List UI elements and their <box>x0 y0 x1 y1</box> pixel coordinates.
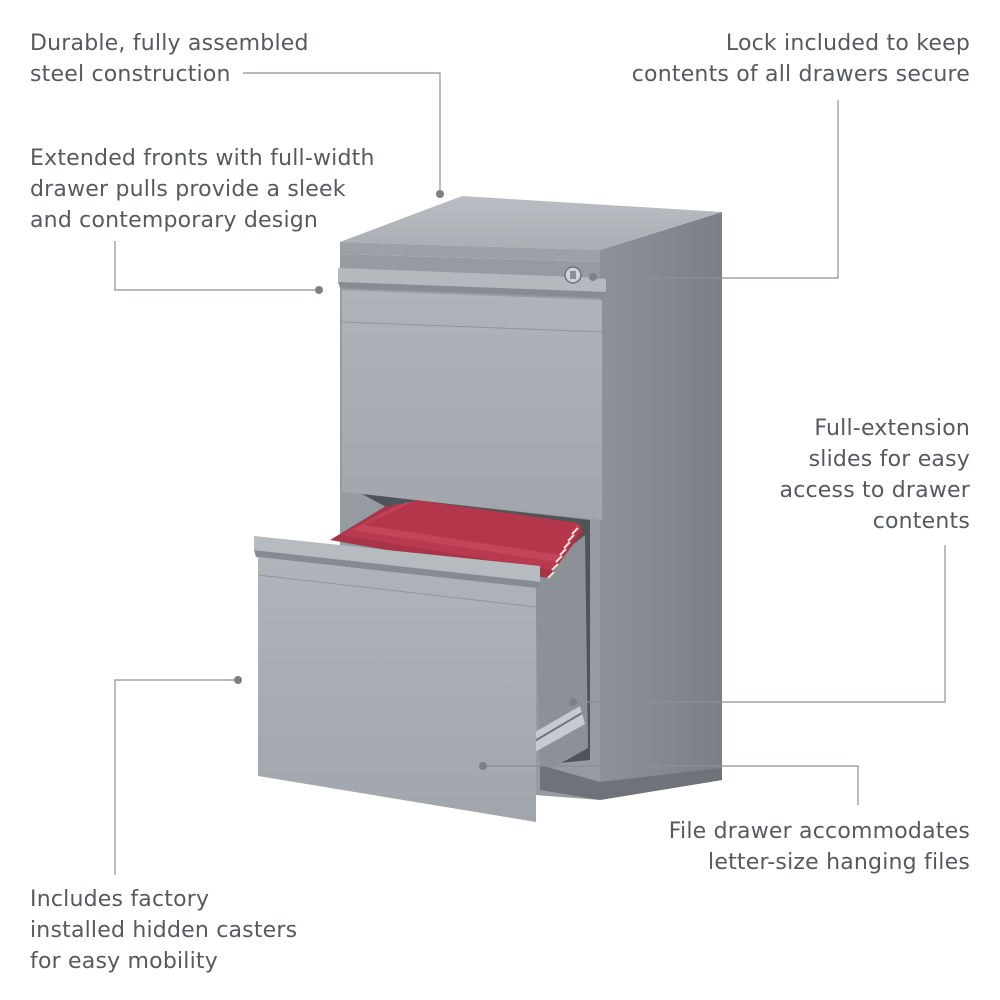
callout-line: Full-extension <box>814 416 970 441</box>
callout-line: File drawer accommodates <box>668 819 970 844</box>
top-drawer-pull-shadow <box>338 282 606 298</box>
callout-line: slides for easy <box>808 447 970 472</box>
top-drawer-front <box>342 290 602 520</box>
callout-line: letter-size hanging files <box>708 850 970 875</box>
callout-line: installed hidden casters <box>30 918 298 943</box>
callout-lock: Lock included to keep contents of all dr… <box>632 28 970 90</box>
callout-line: access to drawer <box>779 478 970 503</box>
cabinet-top <box>340 196 722 250</box>
hanging-folders <box>330 500 584 579</box>
bottom-drawer-pull <box>254 536 540 582</box>
callout-line: Durable, fully assembled <box>30 31 309 56</box>
callout-line: Includes factory <box>30 887 210 912</box>
slide-rails <box>530 706 585 752</box>
bottom-drawer-crease <box>257 574 537 608</box>
callout-hidden-casters: Includes factory installed hidden caster… <box>30 884 297 977</box>
keyed-lock-icon <box>564 266 582 284</box>
top-drawer-pull <box>338 268 606 292</box>
cabinet-top-edge <box>340 242 600 262</box>
callout-line: Lock included to keep <box>725 31 970 56</box>
top-drawer-crease <box>341 321 603 333</box>
cabinet-side-panel <box>600 212 722 800</box>
callout-line: for easy mobility <box>30 949 218 974</box>
callout-hanging-files: File drawer accommodates letter-size han… <box>669 816 970 878</box>
callout-full-extension-slides: Full-extension slides for easy access to… <box>780 413 970 537</box>
leader-lines <box>114 72 946 875</box>
callout-line: contents of all drawers secure <box>631 62 970 87</box>
callout-line: Extended fronts with full-width <box>30 146 375 171</box>
callout-line: contents <box>872 509 970 534</box>
cabinet-base <box>540 765 722 800</box>
bottom-drawer-pull-shadow <box>254 550 540 588</box>
bottom-drawer-front <box>258 557 536 822</box>
callout-line: drawer pulls provide a sleek <box>30 177 346 202</box>
callout-line: steel construction <box>30 62 231 87</box>
callout-steel-construction: Durable, fully assembled steel construct… <box>30 28 309 90</box>
callout-extended-fronts: Extended fronts with full-width drawer p… <box>30 143 375 236</box>
callout-line: and contemporary design <box>30 208 319 233</box>
